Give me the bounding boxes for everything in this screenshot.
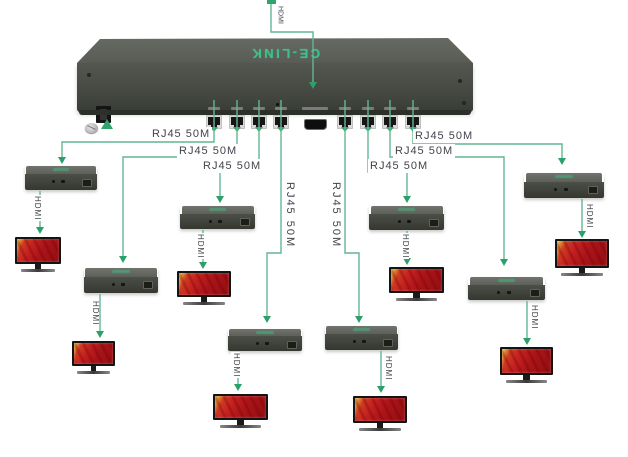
receiver-box-7 [468,277,545,300]
tv-screen [500,347,553,375]
receiver-box-1 [25,166,97,190]
receiver-logo [112,270,130,274]
rj45-port-3[interactable] [251,115,267,132]
receiver-box-5 [325,326,398,350]
tv-screen [15,237,61,264]
tv-screen [353,396,407,423]
hdmi-source-label: HDMI [276,6,284,24]
hdmi-source-connector [267,0,276,4]
ir-sensor-dot [276,103,279,106]
receiver-port [382,338,393,347]
receiver-port [142,281,153,290]
receiver-logo [353,328,370,332]
receiver-logo [208,208,227,212]
hdmi-label-6: HDMI [400,233,410,260]
screw-hole [87,73,91,77]
hdmi-label-5: HDMI [383,355,393,382]
tv-display-1 [15,237,61,272]
tv-display-8 [555,239,609,276]
tv-display-7 [500,347,553,383]
receiver-port [239,218,250,227]
receiver-box-2 [84,268,158,293]
receiver-logo [52,168,70,172]
screw-hole [462,101,466,105]
hdmi-input-port[interactable] [304,119,327,130]
receiver-port [428,218,439,227]
receiver-box-3 [180,206,255,229]
rj45-label-1: RJ45 50M [150,127,213,142]
wire-rj45-4 [266,100,282,317]
receiver-logo [256,331,274,335]
rj45-label-8: RJ45 50M [413,129,476,144]
hdmi-label-8: HDMI [584,203,594,230]
wire-rj45-5 [344,100,360,317]
device-top-face: CE-LINK [77,38,473,63]
screw-hole [458,79,462,83]
hdmi-label-4: HDMI [231,352,241,379]
rj45-port-2[interactable] [229,115,245,132]
tv-display-3 [177,271,231,305]
rj45-port-4[interactable] [273,115,289,132]
hdmi-label-2: HDMI [90,300,100,327]
rj45-label-3: RJ45 50M [201,159,264,174]
rj45-label-4: RJ45 50M [283,180,298,251]
receiver-logo [397,208,416,212]
receiver-logo [554,175,574,179]
tv-screen [72,341,115,366]
rj45-label-7: RJ45 50M [393,144,456,159]
receiver-logo [497,279,516,283]
rj45-port-6[interactable] [360,115,376,132]
rj45-label-6: RJ45 50M [368,159,431,174]
hdmi-label-7: HDMI [529,304,539,331]
tv-display-6 [389,267,444,301]
receiver-box-4 [228,329,302,351]
tv-screen [213,394,268,420]
tv-screen [177,271,231,297]
screw-icon [85,123,98,133]
tv-display-2 [72,341,115,374]
receiver-port [81,178,92,187]
tv-display-4 [213,394,268,428]
receiver-box-6 [369,206,444,230]
tv-screen [555,239,609,268]
port-label [302,107,328,110]
device-front-face [77,63,473,133]
tv-display-5 [353,396,407,431]
hdmi-label-3: HDMI [195,233,205,260]
receiver-port [286,340,297,349]
rj45-port-7[interactable] [382,115,398,132]
rj45-port-8[interactable] [405,115,421,132]
rj45-label-2: RJ45 50M [177,144,240,159]
rj45-port-5[interactable] [337,115,353,132]
receiver-port [529,289,540,298]
matrix-device: CE-LINK [77,38,473,133]
receiver-box-8 [524,173,604,198]
device-bottom-edge [79,110,471,115]
hdmi-label-1: HDMI [32,195,42,222]
brand-logo: CE-LINK [249,46,321,61]
rj45-label-5: RJ45 50M [329,180,344,251]
receiver-port [588,186,599,195]
tv-screen [389,267,444,293]
